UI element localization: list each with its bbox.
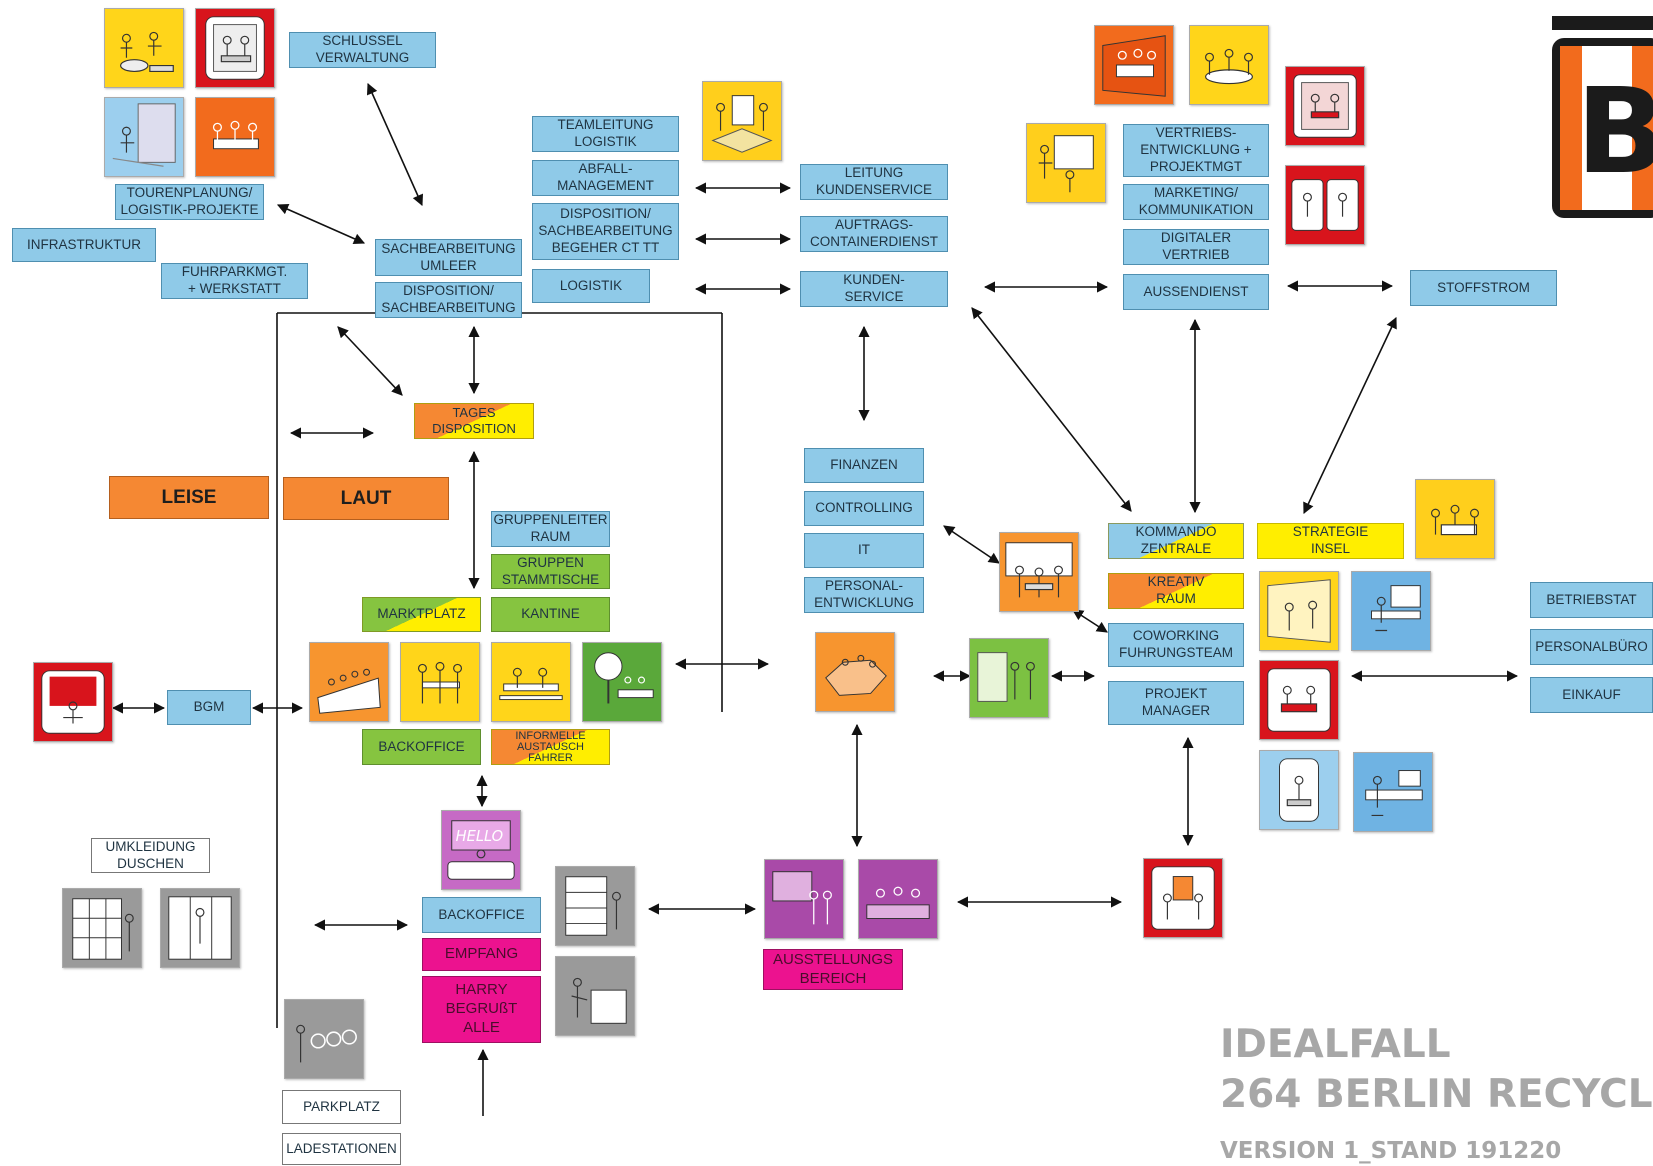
node-stoffstrom: STOFFSTROM <box>1410 270 1557 306</box>
node-tagesdisposition: TAGES DISPOSITION <box>414 403 534 439</box>
node-infrastruktur: INFRASTRUKTUR <box>12 228 156 262</box>
footer-version: VERSION 1_STAND 191220 <box>1220 1138 1562 1164</box>
tile-illustration-canteen-benches <box>491 642 571 722</box>
tile-illustration-meeting-booth <box>1285 66 1365 146</box>
arrow-kundenservice-kommando <box>971 307 1132 512</box>
tile-illustration-group-discussion <box>1189 25 1269 105</box>
tile-illustration-team-table <box>195 97 275 177</box>
node-leitung-kundenservice: LEITUNG KUNDENSERVICE <box>800 164 948 200</box>
tile-illustration-copier <box>555 956 635 1036</box>
node-gruppenleiter-raum: GRUPPENLEITER RAUM <box>491 511 610 547</box>
tile-illustration-desk-workstation <box>1351 571 1431 651</box>
label-leise: LEISE <box>109 476 269 519</box>
node-kantine: KANTINE <box>491 597 610 632</box>
node-personalentwicklung: PERSONAL- ENTWICKLUNG <box>804 577 924 613</box>
node-bgm: BGM <box>167 690 251 725</box>
tile-illustration-strategy-meeting <box>1415 479 1495 559</box>
arrow-stoffstrom-strategie <box>1303 316 1397 515</box>
node-parkplatz: PARKPLATZ <box>282 1090 401 1124</box>
tile-illustration-whiteboard <box>1026 123 1106 203</box>
tile-illustration-phone-booth-pair <box>1285 165 1365 245</box>
tile-illustration-window-workspace <box>104 97 184 177</box>
arrow-tile-controlling <box>943 525 1000 564</box>
node-abfall-management: ABFALL- MANAGEMENT <box>532 160 679 196</box>
tile-illustration-central-hub <box>815 632 895 712</box>
node-harry: HARRY BEGRUßT ALLE <box>422 976 541 1043</box>
node-teamleitung-logistik: TEAMLEITUNG LOGISTIK <box>532 116 679 152</box>
node-kundenservice: KUNDEN- SERVICE <box>800 271 948 307</box>
node-it: IT <box>804 533 924 568</box>
tile-illustration-market-stage <box>309 642 389 722</box>
tile-illustration-high-tables <box>400 642 480 722</box>
node-projekt-manager: PROJEKT MANAGER <box>1108 681 1244 725</box>
arrow-touren-sachbearbeitung <box>276 203 366 245</box>
tile-illustration-lounge-meeting <box>104 8 184 88</box>
node-controlling: CONTROLLING <box>804 491 924 526</box>
node-ladestationen: LADESTATIONEN <box>282 1133 401 1165</box>
tile-illustration-bike-parking <box>284 999 364 1079</box>
tile-illustration-open-desks <box>1353 752 1433 832</box>
tile-illustration-presentation <box>702 81 782 161</box>
tile-illustration-phone-booth <box>1259 750 1339 830</box>
tile-illustration-hello-reception: HELLO <box>441 810 521 890</box>
tile-illustration-command-center <box>999 532 1079 612</box>
node-personalburo: PERSONALBÜRO <box>1530 629 1653 665</box>
node-auftrags-containerdienst: AUFTRAGS- CONTAINERDIENST <box>800 216 948 252</box>
node-logistik: LOGISTIK <box>532 269 650 303</box>
node-aussendienst: AUSSENDIENST <box>1123 274 1269 310</box>
tile-illustration-project-room <box>1143 858 1223 938</box>
node-betriebstat: BETRIEBSTAT <box>1530 582 1653 618</box>
tile-illustration-changing-room <box>160 888 240 968</box>
tile-illustration-focus-booth <box>195 8 275 88</box>
node-sachbearbeitung-umleer: SACHBEARBEITUNG UMLEER <box>375 239 522 276</box>
node-backoffice-1: BACKOFFICE <box>362 729 481 765</box>
tile-illustration-exhibition-1 <box>764 859 844 939</box>
node-strategie-insel: STRATEGIE INSEL <box>1257 523 1404 559</box>
node-finanzen: FINANZEN <box>804 448 924 483</box>
node-fuhrparkmgt: FUHRPARKMGT. + WERKSTATT <box>161 263 308 299</box>
arrow-schlussel-sachbearbeitung <box>366 82 424 207</box>
label-laut: LAUT <box>283 477 449 520</box>
tile-illustration-project-booth <box>1259 660 1339 740</box>
node-kommando-zentrale: KOMMANDO ZENTRALE <box>1108 523 1244 559</box>
logo-letter: B <box>1576 62 1653 200</box>
node-ausstellungsbereich: AUSSTELLUNGS BEREICH <box>763 949 903 990</box>
node-vertriebsentwicklung: VERTRIEBS- ENTWICKLUNG + PROJEKTMGT <box>1123 124 1269 177</box>
node-tourenplanung: TOURENPLANUNG/ LOGISTIK-PROJEKTE <box>115 184 264 220</box>
node-kreativ-raum: KREATIV RAUM <box>1108 573 1244 609</box>
node-umkleidung: UMKLEIDUNG DUSCHEN <box>91 838 210 873</box>
hello-sign-text: HELLO <box>456 828 504 845</box>
node-backoffice-2: BACKOFFICE <box>422 897 541 933</box>
node-disposition-begeher: DISPOSITION/ SACHBEARBEITUNG BEGEHER CT … <box>532 203 679 260</box>
tile-illustration-bgm-booth <box>33 662 113 742</box>
tile-illustration-creative-room <box>1259 571 1339 651</box>
node-empfang: EMPFANG <box>422 938 541 971</box>
node-coworking: COWORKING FUHRUNGSTEAM <box>1108 623 1244 667</box>
footer-title-line1: IDEALFALL <box>1220 1022 1451 1067</box>
tile-illustration-shelves <box>555 866 635 946</box>
node-informeller-austausch: INFORMELLE AUSTAUSCH FAHRER <box>491 729 610 765</box>
arrow-tile-coworking <box>1072 609 1108 633</box>
tile-illustration-exhibition-2 <box>858 859 938 939</box>
tile-illustration-meeting-room <box>1094 25 1174 105</box>
node-digitaler-vertrieb: DIGITALER VERTRIEB <box>1123 229 1269 265</box>
node-gruppen-stammtische: GRUPPEN STAMMTISCHE <box>491 554 610 589</box>
tile-illustration-outdoor-tree <box>582 642 662 722</box>
node-schlussel-verwaltung: SCHLUSSEL VERWALTUNG <box>289 32 436 68</box>
node-marktplatz: MARKTPLATZ <box>362 597 481 632</box>
tile-illustration-lockers <box>62 888 142 968</box>
brand-logo: B <box>1550 12 1653 222</box>
arrow-disposition-tages-diag <box>337 326 403 396</box>
node-einkauf: EINKAUF <box>1530 677 1653 713</box>
tile-illustration-standing-talk <box>969 638 1049 718</box>
footer-title-line2: 264 BERLIN RECYCLING <box>1220 1072 1653 1117</box>
node-disposition-sachbearbeitung: DISPOSITION/ SACHBEARBEITUNG <box>375 282 522 318</box>
node-marketing: MARKETING/ KOMMUNIKATION <box>1123 184 1269 220</box>
